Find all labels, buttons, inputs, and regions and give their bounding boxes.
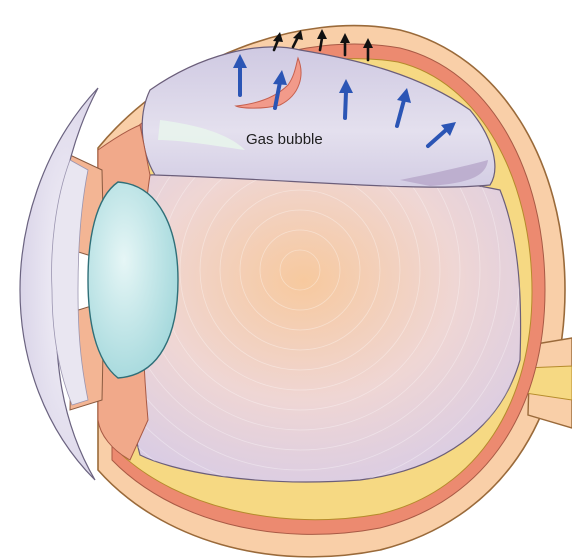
gas-bubble-label: Gas bubble <box>246 131 323 148</box>
vitreous-body <box>126 172 521 482</box>
